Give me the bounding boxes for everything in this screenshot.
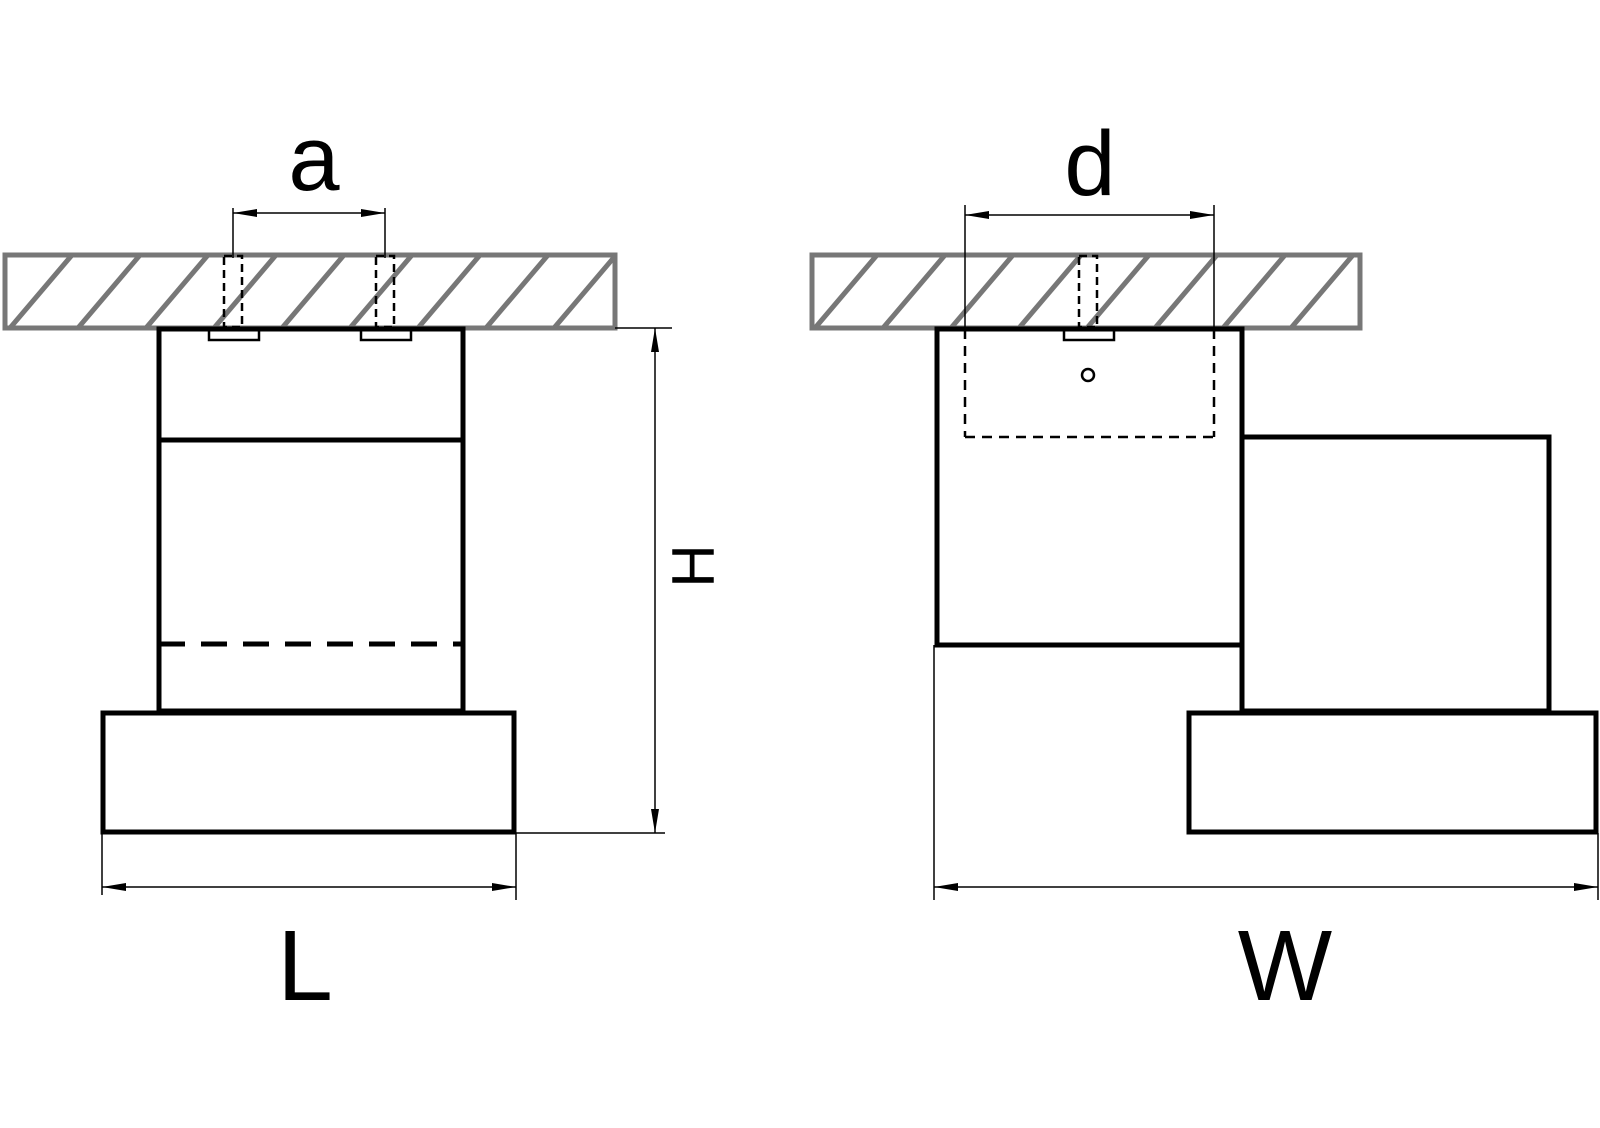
dimension-d-label: d xyxy=(1064,113,1115,215)
dimension-W-label: W xyxy=(1238,910,1333,1022)
ceiling-slab-left xyxy=(2,252,618,331)
dimension-L-label: L xyxy=(277,910,333,1022)
ceiling-slab-right xyxy=(809,252,1363,331)
dimension-H xyxy=(514,327,672,834)
side-view xyxy=(809,252,1599,835)
fixture-body-front xyxy=(156,326,466,714)
dimension-H-label: H xyxy=(660,544,727,587)
front-view xyxy=(2,252,618,835)
dimension-L xyxy=(101,833,517,900)
fixture-base-front xyxy=(100,710,517,835)
driver-box-side xyxy=(1239,434,1552,714)
dimension-W xyxy=(933,645,1599,900)
hidden-mount-outline xyxy=(963,329,1216,439)
screw-hole xyxy=(1080,367,1096,383)
dimension-a xyxy=(232,208,386,258)
fixture-base-side xyxy=(1186,710,1599,835)
dimension-a-label: a xyxy=(288,108,340,210)
dimension-d xyxy=(964,205,1215,329)
